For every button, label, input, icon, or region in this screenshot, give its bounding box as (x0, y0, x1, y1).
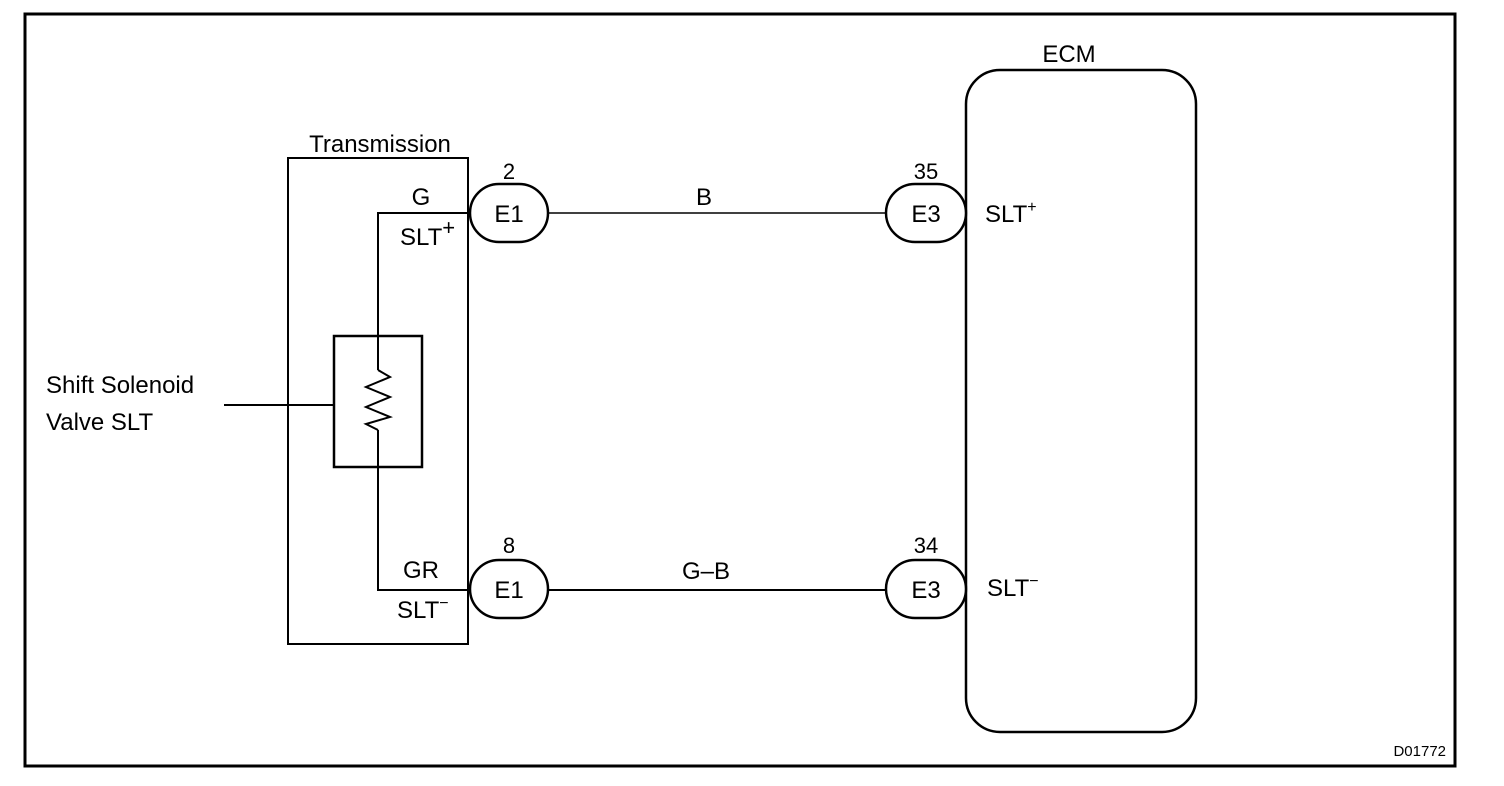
connector-e1-pin2-number: 2 (503, 159, 515, 184)
connector-e3-pin35-label: E3 (911, 201, 940, 228)
transmission-title: Transmission (309, 131, 451, 158)
wire-top-color-code: B (696, 184, 712, 211)
connector-e1-pin8-body (468, 558, 550, 620)
connector-e1-pin2-label: E1 (494, 201, 523, 228)
transmission-top-wire-color: G (412, 184, 431, 211)
connector-e1-pin8-number: 8 (503, 533, 515, 558)
transmission-bottom-wire-color: GR (403, 557, 439, 584)
connector-e3-pin34-number: 34 (914, 533, 938, 558)
connector-e3-pin34-label: E3 (911, 577, 940, 604)
ecm-box (964, 68, 1198, 734)
connector-e1-pin8-label: E1 (494, 577, 523, 604)
connector-e3-pin34: E3 34 (884, 533, 968, 620)
solenoid-label-line2: Valve SLT (46, 409, 153, 436)
diagram-frame (23, 12, 1457, 768)
transmission-top-terminal: SLT+ (400, 215, 455, 251)
connector-e3-pin34-body (884, 558, 968, 620)
ecm-title: ECM (1042, 41, 1095, 68)
solenoid-coil-icon (363, 369, 393, 431)
ecm-bottom-terminal: SLT− (987, 573, 1039, 602)
transmission-box (287, 157, 469, 645)
transmission-bottom-terminal: SLT− (397, 595, 449, 624)
connector-e1-pin2-body (468, 182, 550, 244)
connector-e1-pin8: E1 8 (468, 533, 550, 620)
transmission-internal-wire-top (377, 212, 470, 370)
connector-e3-pin35: E3 35 (884, 159, 968, 244)
solenoid-body (332, 334, 424, 469)
solenoid-label-line1: Shift Solenoid (46, 372, 194, 399)
diagram-code: D01772 (1393, 743, 1446, 760)
connector-e3-pin35-number: 35 (914, 159, 938, 184)
wire-bottom-color-code: G–B (682, 558, 730, 585)
connector-e1-pin2: E1 2 (468, 159, 550, 244)
ecm-top-terminal: SLT+ (985, 199, 1037, 228)
transmission-internal-wire-bottom (377, 430, 470, 591)
connector-e3-pin35-body (884, 182, 968, 244)
